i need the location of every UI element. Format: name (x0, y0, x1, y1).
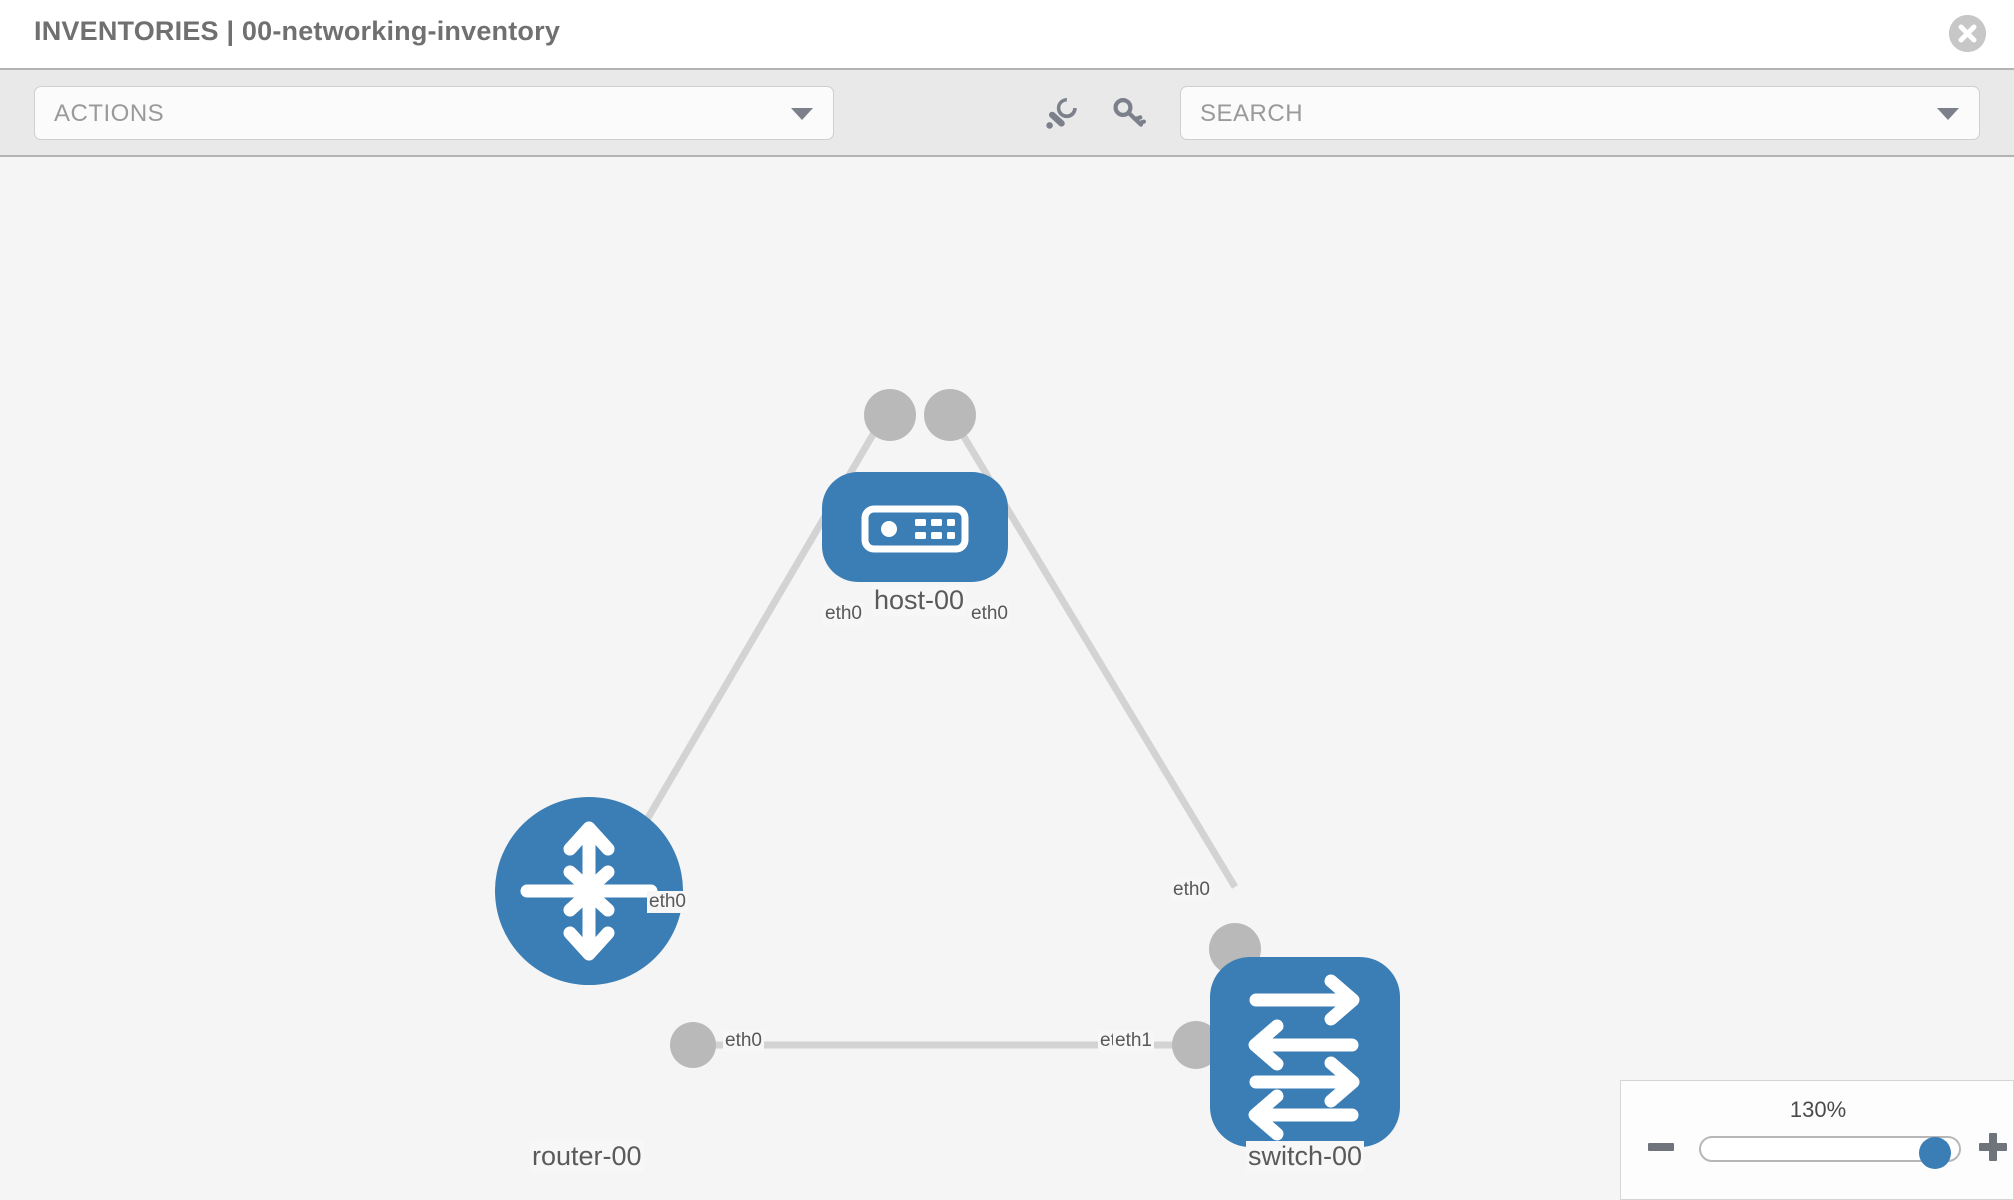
iface-label-switch-left-b: eth1 (1113, 1030, 1154, 1052)
node-router-00 (495, 797, 683, 985)
actions-dropdown[interactable]: ACTIONS (34, 86, 834, 140)
iface-label-switch-upper: eth0 (1171, 879, 1212, 901)
plus-icon[interactable] (1979, 1133, 2007, 1161)
search-placeholder: SEARCH (1200, 100, 1304, 127)
key-icon[interactable] (1108, 92, 1150, 134)
link-host-router (621, 395, 899, 859)
link-host-switch (937, 395, 1238, 889)
minus-icon[interactable] (1648, 1143, 1674, 1151)
topology-graph (495, 389, 1400, 1147)
page-title: INVENTORIES | 00-networking-inventory (34, 16, 561, 46)
port-host-left (864, 389, 916, 441)
toolbar: ACTIONS SEARCH (0, 68, 2014, 157)
page-header: INVENTORIES | 00-networking-inventory (0, 0, 2014, 68)
topology-canvas[interactable]: host-00 router-00 switch-00 eth0 eth0 et… (0, 157, 2014, 1200)
close-icon[interactable] (1949, 15, 1986, 52)
node-label-host-00: host-00 (872, 585, 967, 616)
zoom-level-value: 130% (1789, 1097, 1847, 1122)
node-host-00 (822, 472, 1008, 582)
node-label-switch-00: switch-00 (1246, 1141, 1365, 1172)
zoom-control-panel: 130% (1620, 1080, 2014, 1200)
wrench-icon[interactable] (1040, 92, 1082, 134)
search-input[interactable]: SEARCH (1180, 86, 1980, 140)
port-switch-left (1172, 1021, 1220, 1069)
zoom-slider-thumb[interactable] (1919, 1137, 1951, 1169)
iface-label-host-right: eth0 (969, 603, 1010, 625)
zoom-slider-row (1621, 1133, 2014, 1173)
iface-label-router-right: eth0 (723, 1030, 764, 1052)
node-switch-00 (1210, 957, 1400, 1147)
actions-dropdown-label: ACTIONS (54, 100, 165, 127)
chevron-down-icon (791, 108, 813, 120)
port-router-right (670, 1022, 716, 1068)
iface-label-router-upper: eth0 (647, 891, 688, 913)
iface-label-host-left: eth0 (823, 603, 864, 625)
port-host-right (924, 389, 976, 441)
node-label-router-00: router-00 (530, 1141, 644, 1172)
chevron-down-icon (1937, 108, 1959, 120)
zoom-slider[interactable] (1699, 1136, 1961, 1169)
